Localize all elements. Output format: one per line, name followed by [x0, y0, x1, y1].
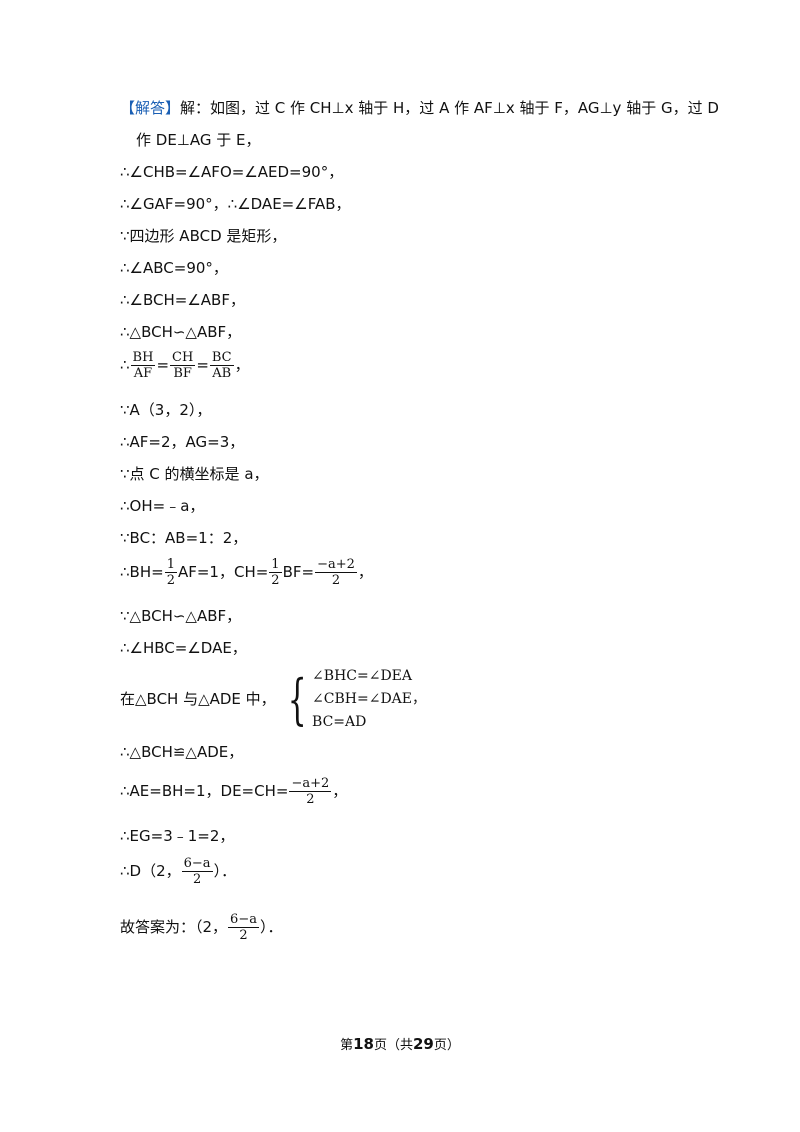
answer-tag: 【解答】 — [120, 99, 181, 117]
total-pages-number: 29 — [413, 1035, 434, 1053]
solution-line-11: ∴AF=2，AG=3， — [120, 433, 245, 451]
equation-system: {∠BHC=∠DEA∠CBH=∠DAE，BC=AD — [287, 667, 427, 731]
solution-line-5: ∵四边形 ABCD 是矩形， — [120, 227, 287, 245]
solution-line-13: ∴OH=﹣a， — [120, 497, 205, 515]
solution-line-6: ∴∠ABC=90°， — [120, 259, 228, 277]
page-footer: 第18页（共29页） — [340, 1035, 460, 1053]
solution-line-18-system: 在△BCH 与△ADE 中，{∠BHC=∠DEA∠CBH=∠DAE，BC=AD — [120, 664, 426, 734]
solution-line-12: ∵点 C 的横坐标是 a， — [120, 465, 269, 483]
current-page-number: 18 — [353, 1035, 374, 1053]
solution-line-16: ∵△BCH∽△ABF， — [120, 607, 242, 625]
solution-line-3: ∴∠CHB=∠AFO=∠AED=90°， — [120, 163, 344, 181]
solution-line-14: ∵BC：AB=1：2， — [120, 529, 248, 547]
solution-line-7: ∴∠BCH=∠ABF， — [120, 291, 245, 309]
solution-line-8: ∴△BCH∽△ABF， — [120, 323, 242, 341]
solution-line-19: ∴△BCH≌△ADE， — [120, 743, 244, 761]
solution-line-10: ∵A（3，2）， — [120, 401, 212, 419]
solution-line-4: ∴∠GAF=90°，∴∠DAE=∠FAB， — [120, 195, 351, 213]
solution-line-1: 【解答】解：如图，过 C 作 CH⊥x 轴于 H，过 A 作 AF⊥x 轴于 F… — [120, 99, 719, 117]
solution-line-2: 作 DE⊥AG 于 E， — [136, 131, 261, 149]
left-brace: { — [287, 667, 307, 731]
solution-line-21: ∴EG=3﹣1=2， — [120, 827, 235, 845]
solution-line-17: ∴∠HBC=∠DAE， — [120, 639, 247, 657]
